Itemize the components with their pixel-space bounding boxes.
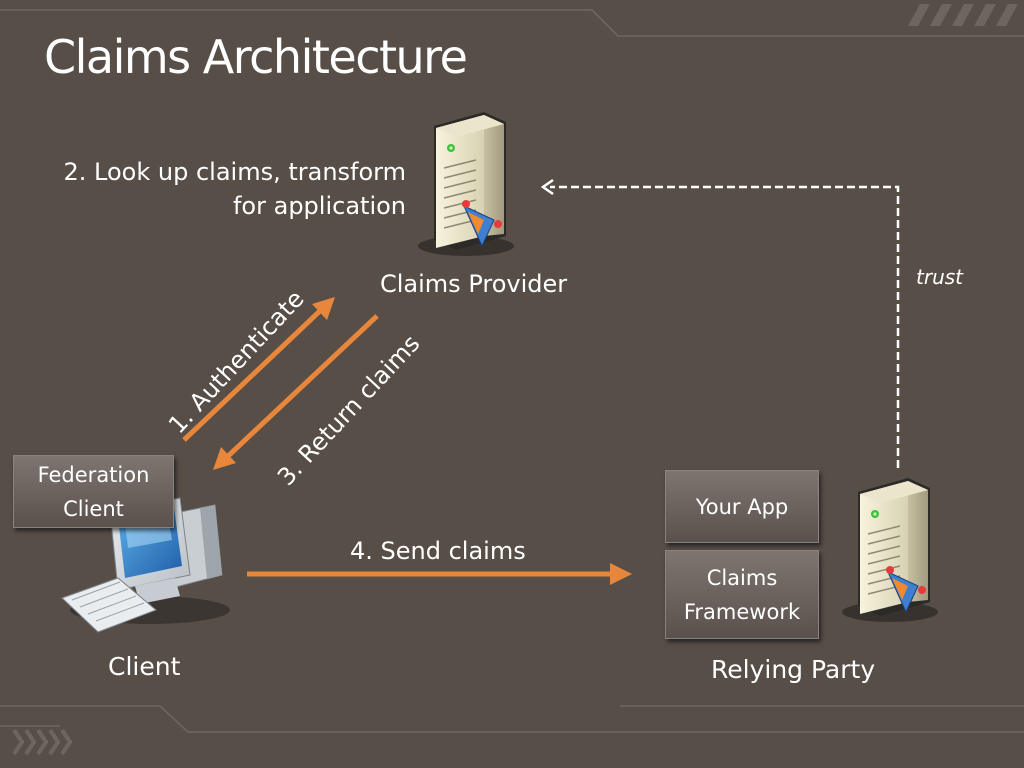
decorative-chevrons-bottom	[12, 728, 73, 756]
claims-framework-box: Claims Framework	[665, 550, 819, 639]
federation-client-label: Federation Client	[37, 462, 150, 521]
arrow-send-claims	[247, 563, 632, 585]
arrow-return-claims	[213, 314, 379, 470]
client-label: Client	[108, 652, 181, 681]
federation-client-box: Federation Client	[13, 455, 174, 528]
step-4-label: 4. Send claims	[350, 537, 526, 565]
step-2-label: 2. Look up claims, transform for applica…	[63, 158, 406, 220]
trust-connector	[540, 178, 900, 468]
claims-provider-server-icon	[417, 111, 515, 257]
relying-party-server-icon	[841, 477, 939, 623]
your-app-box: Your App	[665, 470, 819, 543]
decorative-stripes-top	[908, 4, 1018, 26]
your-app-label: Your App	[695, 494, 789, 519]
slide-title: Claims Architecture	[44, 30, 468, 84]
claims-provider-label: Claims Provider	[380, 270, 568, 298]
trust-label: trust	[916, 265, 964, 289]
decorative-frame-lines	[0, 9, 1024, 733]
arrow-authenticate	[182, 297, 335, 442]
relying-party-label: Relying Party	[711, 655, 876, 684]
claims-framework-label: Claims Framework	[683, 565, 801, 624]
